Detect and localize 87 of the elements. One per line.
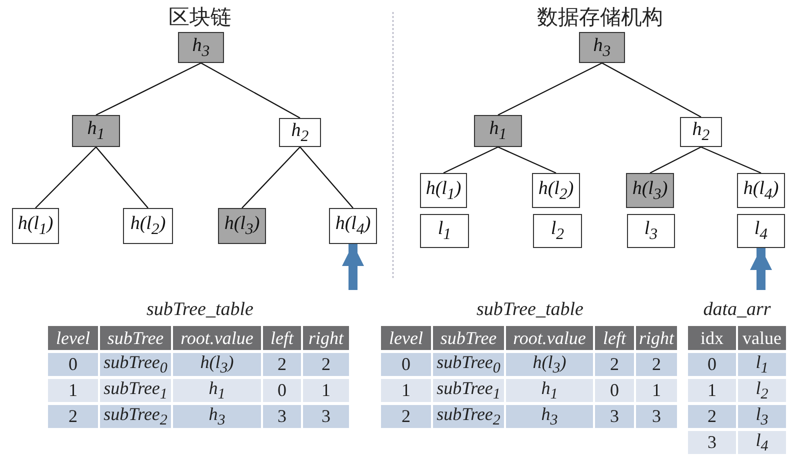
tree-line bbox=[602, 62, 702, 118]
table-cell: 0 bbox=[380, 352, 432, 377]
arrow bbox=[342, 244, 364, 290]
table-cell: 1 bbox=[635, 378, 678, 403]
table-cell: 2 bbox=[47, 404, 99, 429]
tree-node: h(l$_{2}$) bbox=[532, 173, 580, 208]
table-cell: 1 bbox=[47, 378, 99, 403]
table-cell: h$_{3}$ bbox=[172, 404, 262, 429]
table-cell: 0 bbox=[47, 352, 99, 377]
tree-node: l$_{1}$ bbox=[420, 214, 469, 248]
tree-line bbox=[498, 62, 602, 116]
arrow bbox=[750, 248, 772, 290]
table-cell: subTree$_{2}$ bbox=[432, 404, 505, 429]
tree-node: h$_{2}$ bbox=[279, 118, 321, 147]
tree-line bbox=[200, 62, 300, 119]
table-title: subTree_table bbox=[476, 298, 584, 322]
table-cell: subTree$_{0}$ bbox=[432, 352, 505, 377]
table-cell: l$_{3}$ bbox=[737, 404, 787, 429]
tree-node: h$_{3}$ bbox=[579, 32, 625, 63]
tree-node: h(l$_{2}$) bbox=[123, 208, 173, 244]
table-cell: subTree$_{1}$ bbox=[432, 378, 505, 403]
tree-node: h$_{2}$ bbox=[680, 117, 722, 147]
table-title: data_arr bbox=[702, 298, 772, 322]
table-cell: subTree$_{0}$ bbox=[99, 352, 172, 377]
table-cell: 2 bbox=[380, 404, 432, 429]
table-cell: subTree$_{2}$ bbox=[99, 404, 172, 429]
header-cell: root.value bbox=[505, 325, 594, 351]
table-cell: 3 bbox=[687, 430, 737, 455]
tree-node: h$_{1}$ bbox=[72, 115, 120, 147]
tree-node: h$_{3}$ bbox=[178, 32, 224, 63]
header-cell: value bbox=[737, 325, 787, 351]
table-cell: h$_{3}$ bbox=[505, 404, 594, 429]
table-cell: 3 bbox=[635, 404, 678, 429]
header-cell: right bbox=[302, 325, 350, 351]
tree-node: h(l$_{3}$) bbox=[626, 173, 674, 208]
header-cell: root.value bbox=[172, 325, 262, 351]
table-cell: 2 bbox=[635, 352, 678, 377]
tree-node: h(l$_{1}$) bbox=[12, 208, 59, 244]
table-cell: 2 bbox=[262, 352, 302, 377]
header-cell: subTree bbox=[432, 325, 505, 351]
tree-node: h(l$_{1}$) bbox=[420, 173, 467, 208]
table-cell: 2 bbox=[302, 352, 350, 377]
table-cell: 3 bbox=[302, 404, 350, 429]
tree-node: l$_{2}$ bbox=[533, 214, 582, 248]
tree-line bbox=[300, 146, 354, 208]
table-cell: 0 bbox=[687, 352, 737, 377]
tree-line bbox=[498, 146, 556, 174]
tree-node: l$_{4}$ bbox=[737, 214, 785, 248]
table-cell: subTree$_{1}$ bbox=[99, 378, 172, 403]
header-cell: subTree bbox=[99, 325, 172, 351]
tree-node: h(l$_{3}$) bbox=[218, 208, 266, 244]
table-cell: 3 bbox=[262, 404, 302, 429]
table-cell: 1 bbox=[302, 378, 350, 403]
table-cell: 1 bbox=[687, 378, 737, 403]
table-cell: l$_{4}$ bbox=[737, 430, 787, 455]
tree-node: h(l$_{4}$) bbox=[329, 208, 377, 244]
tree-node: h$_{1}$ bbox=[474, 115, 522, 147]
tree-node: l$_{3}$ bbox=[627, 214, 675, 248]
tree-line bbox=[650, 146, 702, 174]
tree-title: 数据存储机构 bbox=[536, 4, 664, 30]
table-cell: 0 bbox=[262, 378, 302, 403]
tree-line bbox=[242, 146, 300, 208]
table-cell: h(l$_{3}$) bbox=[172, 352, 262, 377]
table-title: subTree_table bbox=[146, 298, 254, 322]
table-cell: h$_{1}$ bbox=[172, 378, 262, 403]
header-cell: idx bbox=[687, 325, 737, 351]
table-cell: h$_{1}$ bbox=[505, 378, 594, 403]
table-cell: 2 bbox=[687, 404, 737, 429]
tree-line bbox=[96, 62, 202, 116]
header-cell: left bbox=[594, 325, 635, 351]
table-cell: l$_{1}$ bbox=[737, 352, 787, 377]
header-cell: level bbox=[47, 325, 99, 351]
tree-title: 区块链 bbox=[168, 4, 232, 30]
header-cell: left bbox=[262, 325, 302, 351]
table-cell: l$_{2}$ bbox=[737, 378, 787, 403]
tree-line bbox=[700, 146, 762, 174]
tree-line bbox=[35, 146, 96, 208]
header-cell: right bbox=[635, 325, 678, 351]
tree-line bbox=[443, 146, 498, 174]
table-cell: 3 bbox=[594, 404, 635, 429]
table-cell: 1 bbox=[380, 378, 432, 403]
table-cell: 0 bbox=[594, 378, 635, 403]
table-cell: h(l$_{3}$) bbox=[505, 352, 594, 377]
table-cell: 2 bbox=[594, 352, 635, 377]
tree-node: h(l$_{4}$) bbox=[737, 173, 785, 208]
tree-line bbox=[96, 146, 148, 208]
header-cell: level bbox=[380, 325, 432, 351]
